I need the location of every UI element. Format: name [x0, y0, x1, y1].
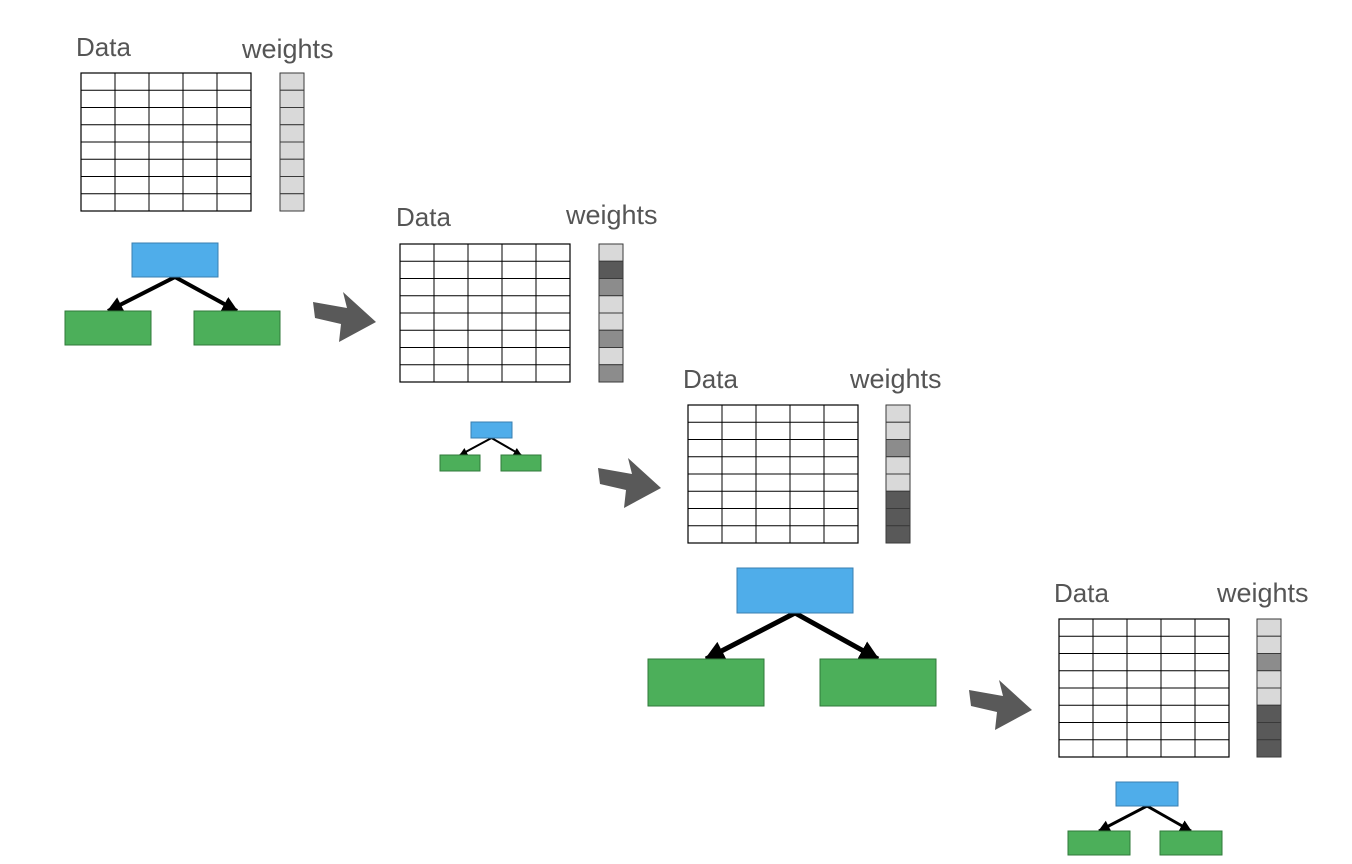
flow-arrow-icon-2 — [598, 458, 661, 508]
stage-2-weight-cell — [598, 329, 624, 348]
stage-2-weight-cell — [598, 243, 624, 262]
stage-2-tree-edge-right — [491, 437, 522, 456]
stage-1-weight-cell — [279, 158, 305, 177]
stage-4-weight-cell — [1256, 722, 1282, 741]
stage-1-tree-leaf-left — [64, 310, 152, 346]
stage-1-weights-label: weights — [242, 34, 334, 64]
stage-2-weight-cell — [598, 312, 624, 331]
stage-1-weight-cell — [279, 107, 305, 126]
stage-1-weight-cell — [279, 193, 305, 212]
stage-3-tree-leaf-right — [819, 658, 937, 707]
stage-4-weight-cell — [1256, 635, 1282, 654]
stage-3-tree-edge-right — [793, 610, 880, 662]
stage-1-weight-cell — [279, 176, 305, 195]
stage-1-weight-cell — [279, 72, 305, 91]
stage-1-tree-edge-left — [106, 275, 176, 313]
stage-1-weight-cell — [279, 141, 305, 160]
stage-4-data-label: Data — [1054, 578, 1109, 608]
stage-4-weight-cell — [1256, 618, 1282, 637]
stage-1-weight-cell — [279, 124, 305, 143]
stage-2-tree-root-node — [470, 421, 513, 439]
stage-3-weight-cell — [885, 490, 911, 509]
stage-2-weight-cell — [598, 278, 624, 297]
stage-4-weight-cell — [1256, 670, 1282, 689]
stage-2-data-label: Data — [396, 202, 451, 232]
stage-2-tree-leaf-right — [500, 454, 542, 472]
stage-2-weight-cell — [598, 295, 624, 314]
stage-3-weight-cell — [885, 404, 911, 423]
stage-2-weights-label: weights — [566, 200, 658, 230]
stage-1-data-label: Data — [76, 32, 131, 62]
stage-4-weight-cell — [1256, 653, 1282, 672]
stage-2-weight-cell — [598, 260, 624, 279]
stage-3-weight-cell — [885, 508, 911, 527]
stage-3-data-label: Data — [683, 364, 738, 394]
stage-3-weight-cell — [885, 525, 911, 544]
stage-2-weight-cell — [598, 364, 624, 383]
stage-4-tree-edge-left — [1097, 804, 1148, 833]
flow-arrow-icon-1 — [313, 292, 376, 342]
stage-4-tree-leaf-right — [1159, 830, 1223, 856]
flow-arrow-icon-3 — [969, 680, 1032, 730]
stage-2-tree-leaf-left — [439, 454, 481, 472]
stage-4-tree-root-node — [1115, 781, 1179, 807]
stage-1-tree-root-node — [131, 242, 219, 278]
stage-2-tree-edge-left — [459, 437, 492, 456]
stage-1-tree-edge-right — [174, 275, 239, 313]
stage-4-tree-leaf-left — [1067, 830, 1131, 856]
stage-3-weight-cell — [885, 439, 911, 458]
stage-3-tree-leaf-left — [647, 658, 765, 707]
stage-3-weight-cell — [885, 421, 911, 440]
stage-4-weight-cell — [1256, 704, 1282, 723]
stage-4-weights-label: weights — [1217, 578, 1309, 608]
stage-4-weight-cell — [1256, 739, 1282, 758]
stage-3-weight-cell — [885, 456, 911, 475]
stage-3-tree-edge-left — [704, 610, 797, 662]
stage-1-tree-leaf-right — [193, 310, 281, 346]
stage-4-weight-cell — [1256, 687, 1282, 706]
stage-4-tree-edge-right — [1146, 804, 1193, 833]
stage-3-tree-root-node — [736, 567, 854, 614]
stage-2-weight-cell — [598, 347, 624, 366]
stage-3-weight-cell — [885, 473, 911, 492]
stage-1-weight-cell — [279, 89, 305, 108]
stage-3-weights-label: weights — [850, 364, 942, 394]
